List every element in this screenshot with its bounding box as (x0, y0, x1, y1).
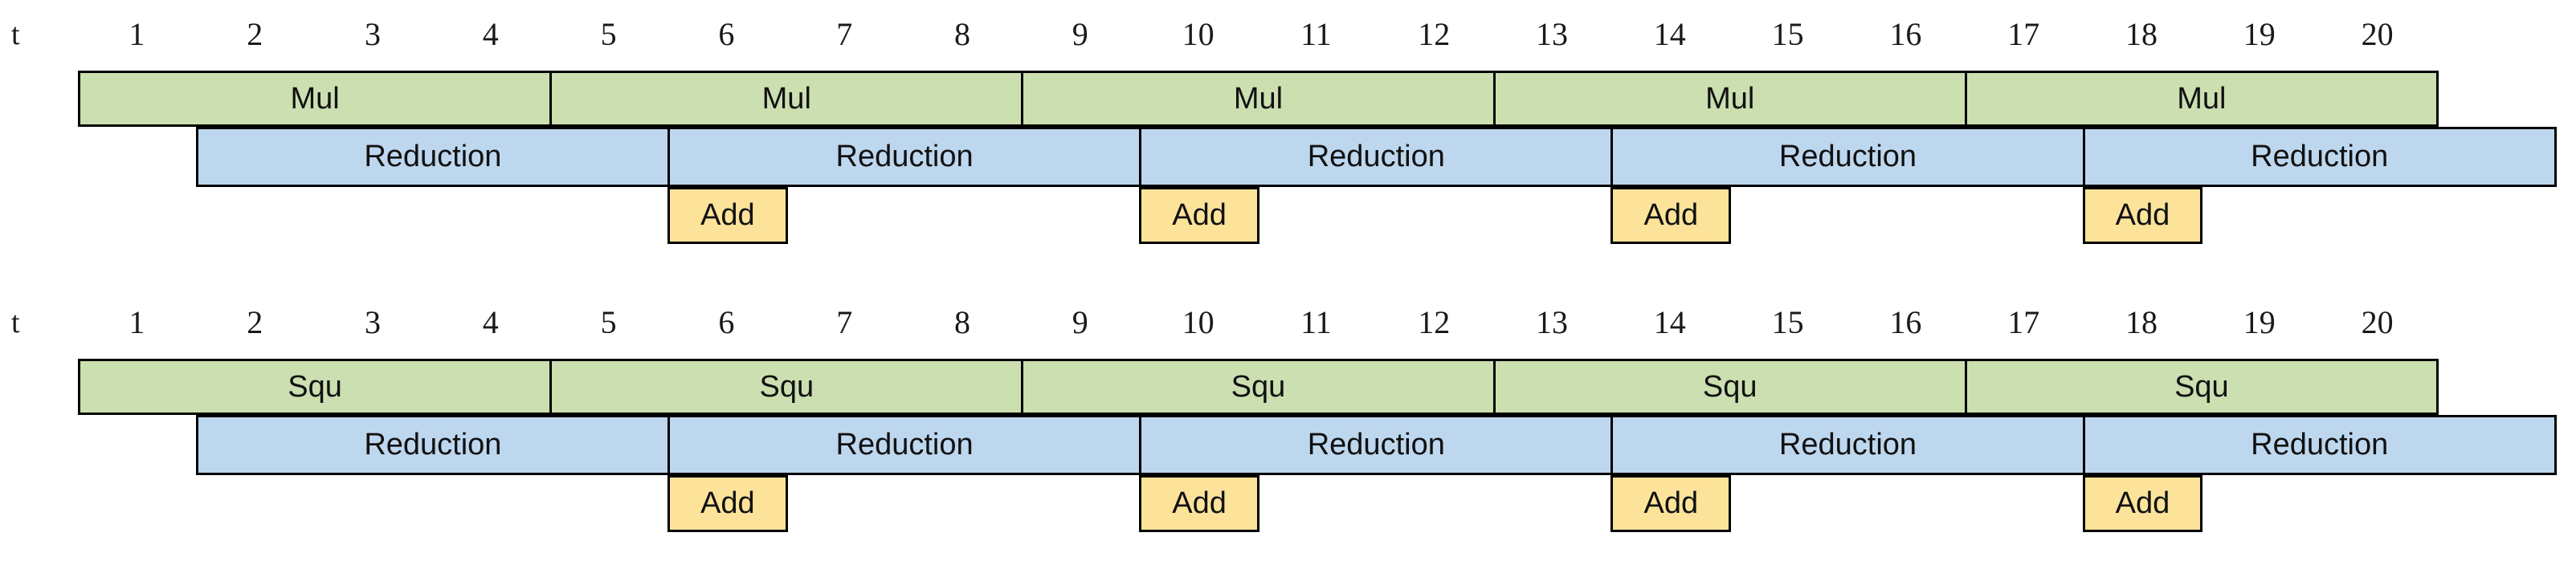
axis-tick-4: 4 (482, 16, 499, 52)
block-mul-2[interactable]: Mul (549, 71, 1024, 127)
axis-tick-12: 12 (1418, 304, 1451, 340)
axis-tick-17: 17 (2007, 16, 2040, 52)
axis-tick-11: 11 (1300, 16, 1332, 52)
axis-tick-6: 6 (718, 16, 735, 52)
block-reduction-4[interactable]: Reduction (1611, 415, 2085, 475)
axis-tick-16: 16 (1889, 16, 1922, 52)
block-add-3[interactable]: Add (1611, 187, 1732, 244)
axis-tick-5: 5 (600, 16, 617, 52)
axis-tick-9: 9 (1072, 16, 1088, 52)
axis-tick-14: 14 (1653, 304, 1686, 340)
axis-tick-1: 1 (129, 304, 145, 340)
axis-tick-19: 19 (2243, 304, 2276, 340)
block-squ-3[interactable]: Squ (1021, 359, 1496, 415)
axis-tick-8: 8 (954, 304, 970, 340)
block-squ-4[interactable]: Squ (1492, 359, 1967, 415)
axis-tick-20: 20 (2361, 304, 2394, 340)
block-add-1[interactable]: Add (667, 187, 788, 244)
axis-tick-17: 17 (2007, 304, 2040, 340)
block-add-2[interactable]: Add (1139, 475, 1259, 532)
axis-tick-4: 4 (482, 304, 499, 340)
block-squ-2[interactable]: Squ (549, 359, 1024, 415)
block-reduction-2[interactable]: Reduction (667, 415, 1142, 475)
axis-tick-3: 3 (365, 304, 381, 340)
axis-tick-18: 18 (2125, 304, 2158, 340)
block-add-2[interactable]: Add (1139, 187, 1259, 244)
axis-label-t: t (11, 306, 20, 339)
axis-tick-2: 2 (247, 16, 263, 52)
axis-tick-7: 7 (836, 16, 853, 52)
block-add-4[interactable]: Add (2082, 187, 2203, 244)
block-mul-3[interactable]: Mul (1021, 71, 1496, 127)
block-reduction-1[interactable]: Reduction (195, 127, 670, 187)
axis-tick-9: 9 (1072, 304, 1088, 340)
block-reduction-5[interactable]: Reduction (2082, 415, 2557, 475)
add-track: Add Add Add Add (0, 475, 2576, 532)
axis-tick-18: 18 (2125, 16, 2158, 52)
axis-tick-6: 6 (718, 304, 735, 340)
axis-tick-20: 20 (2361, 16, 2394, 52)
axis-tick-3: 3 (365, 16, 381, 52)
block-squ-1[interactable]: Squ (78, 359, 553, 415)
axis-tick-13: 13 (1536, 16, 1568, 52)
axis-tick-15: 15 (1771, 16, 1804, 52)
axis-tick-2: 2 (247, 304, 263, 340)
axis-tick-13: 13 (1536, 304, 1568, 340)
axis-label-t: t (11, 18, 20, 51)
block-mul-5[interactable]: Mul (1964, 71, 2439, 127)
add-track: Add Add Add Add (0, 187, 2576, 244)
block-squ-5[interactable]: Squ (1964, 359, 2439, 415)
axis-tick-14: 14 (1653, 16, 1686, 52)
block-add-1[interactable]: Add (667, 475, 788, 532)
axis-tick-11: 11 (1300, 304, 1332, 340)
block-mul-1[interactable]: Mul (78, 71, 553, 127)
block-add-3[interactable]: Add (1611, 475, 1732, 532)
axis-tick-15: 15 (1771, 304, 1804, 340)
block-reduction-2[interactable]: Reduction (667, 127, 1142, 187)
axis-tick-19: 19 (2243, 16, 2276, 52)
block-reduction-3[interactable]: Reduction (1139, 127, 1614, 187)
axis-tick-1: 1 (129, 16, 145, 52)
block-add-4[interactable]: Add (2082, 475, 2203, 532)
block-reduction-5[interactable]: Reduction (2082, 127, 2557, 187)
block-reduction-4[interactable]: Reduction (1611, 127, 2085, 187)
axis-tick-10: 10 (1182, 304, 1215, 340)
block-mul-4[interactable]: Mul (1492, 71, 1967, 127)
block-reduction-1[interactable]: Reduction (195, 415, 670, 475)
axis-tick-8: 8 (954, 16, 970, 52)
axis-tick-10: 10 (1182, 16, 1215, 52)
block-reduction-3[interactable]: Reduction (1139, 415, 1614, 475)
axis-tick-7: 7 (836, 304, 853, 340)
axis-tick-12: 12 (1418, 16, 1451, 52)
axis-tick-16: 16 (1889, 304, 1922, 340)
axis-tick-5: 5 (600, 304, 617, 340)
